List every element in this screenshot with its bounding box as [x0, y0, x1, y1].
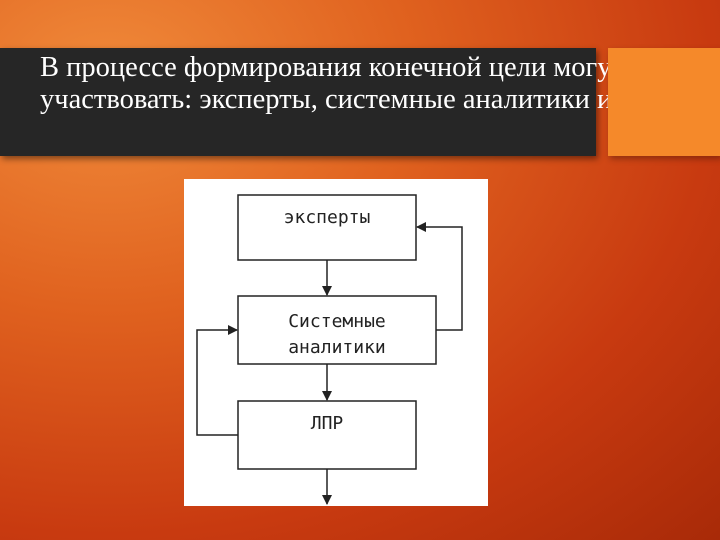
title-band	[0, 48, 596, 156]
node-dm-label: ЛПР	[311, 413, 344, 434]
node-analysts	[237, 295, 437, 365]
node-analysts-label-line1: Системные	[288, 311, 386, 332]
node-analysts-label-line2: аналитики	[288, 337, 386, 358]
node-dm	[237, 400, 417, 470]
feedback-analysts-to-experts	[416, 222, 463, 331]
flow-diagram-svg: эксперты Системные аналитики ЛПР	[196, 194, 463, 505]
feedback-dm-to-analysts	[196, 325, 238, 436]
slide-title: В процессе формирования конечной цели мо…	[40, 52, 679, 115]
flow-diagram: эксперты Системные аналитики ЛПР	[184, 179, 488, 506]
node-experts-label: эксперты	[284, 207, 371, 228]
accent-square	[608, 48, 720, 156]
